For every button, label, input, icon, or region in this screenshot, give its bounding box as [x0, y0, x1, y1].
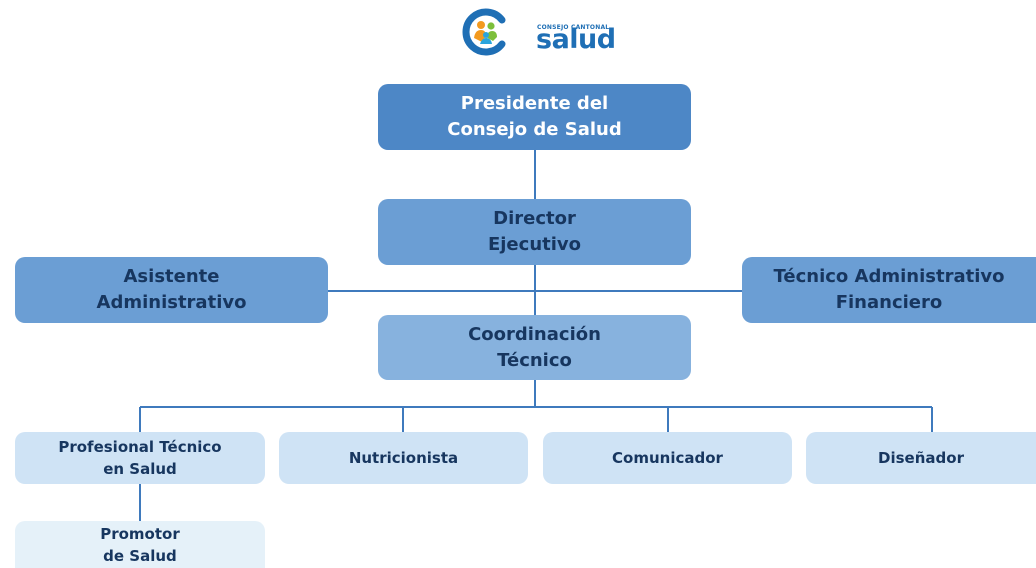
health-professional-line2: en Salud	[103, 460, 177, 478]
assistant-box: Asistente Administrativo	[15, 257, 328, 323]
communicator-box: Comunicador	[543, 432, 792, 484]
communicator-label: Comunicador	[612, 449, 723, 467]
president-line1: Presidente del	[460, 93, 609, 114]
designer-box: Diseñador	[806, 432, 1036, 484]
coordination-line1: Coordinación	[468, 323, 601, 345]
president-box: Presidente del Consejo de Salud	[378, 84, 691, 150]
coordination-line2: Técnico	[497, 349, 572, 371]
assistant-line1: Asistente	[123, 266, 220, 287]
logo-wordmark: salud	[536, 24, 616, 55]
director-line1: Director	[493, 208, 576, 229]
director-line2: Ejecutivo	[487, 234, 582, 255]
finance-tech-box: Técnico Administrativo Financiero	[742, 257, 1036, 323]
director-box: Director Ejecutivo	[378, 199, 691, 265]
nutritionist-box: Nutricionista	[279, 432, 528, 484]
coordination-box: Coordinación Técnico	[378, 315, 691, 380]
health-professional-box: Profesional Técnico en Salud	[15, 432, 265, 484]
consejo-salud-logo: CONSEJO CANTONAL salud	[462, 6, 622, 58]
nutritionist-label: Nutricionista	[348, 449, 459, 467]
president-line2: Consejo de Salud	[447, 119, 622, 140]
family-people-icon	[462, 8, 506, 56]
finance-tech-line2: Financiero	[835, 292, 943, 313]
promoter-line1: Promotor	[100, 524, 180, 543]
designer-label: Diseñador	[878, 449, 964, 467]
assistant-line2: Administrativo	[96, 292, 247, 313]
logo-subtitle: CONSEJO CANTONAL	[537, 24, 610, 31]
finance-tech-line1: Técnico Administrativo	[773, 266, 1005, 287]
promoter-box: Promotor de Salud	[15, 521, 265, 568]
promoter-line2: de Salud	[103, 546, 177, 565]
health-professional-line1: Profesional Técnico	[58, 438, 222, 456]
